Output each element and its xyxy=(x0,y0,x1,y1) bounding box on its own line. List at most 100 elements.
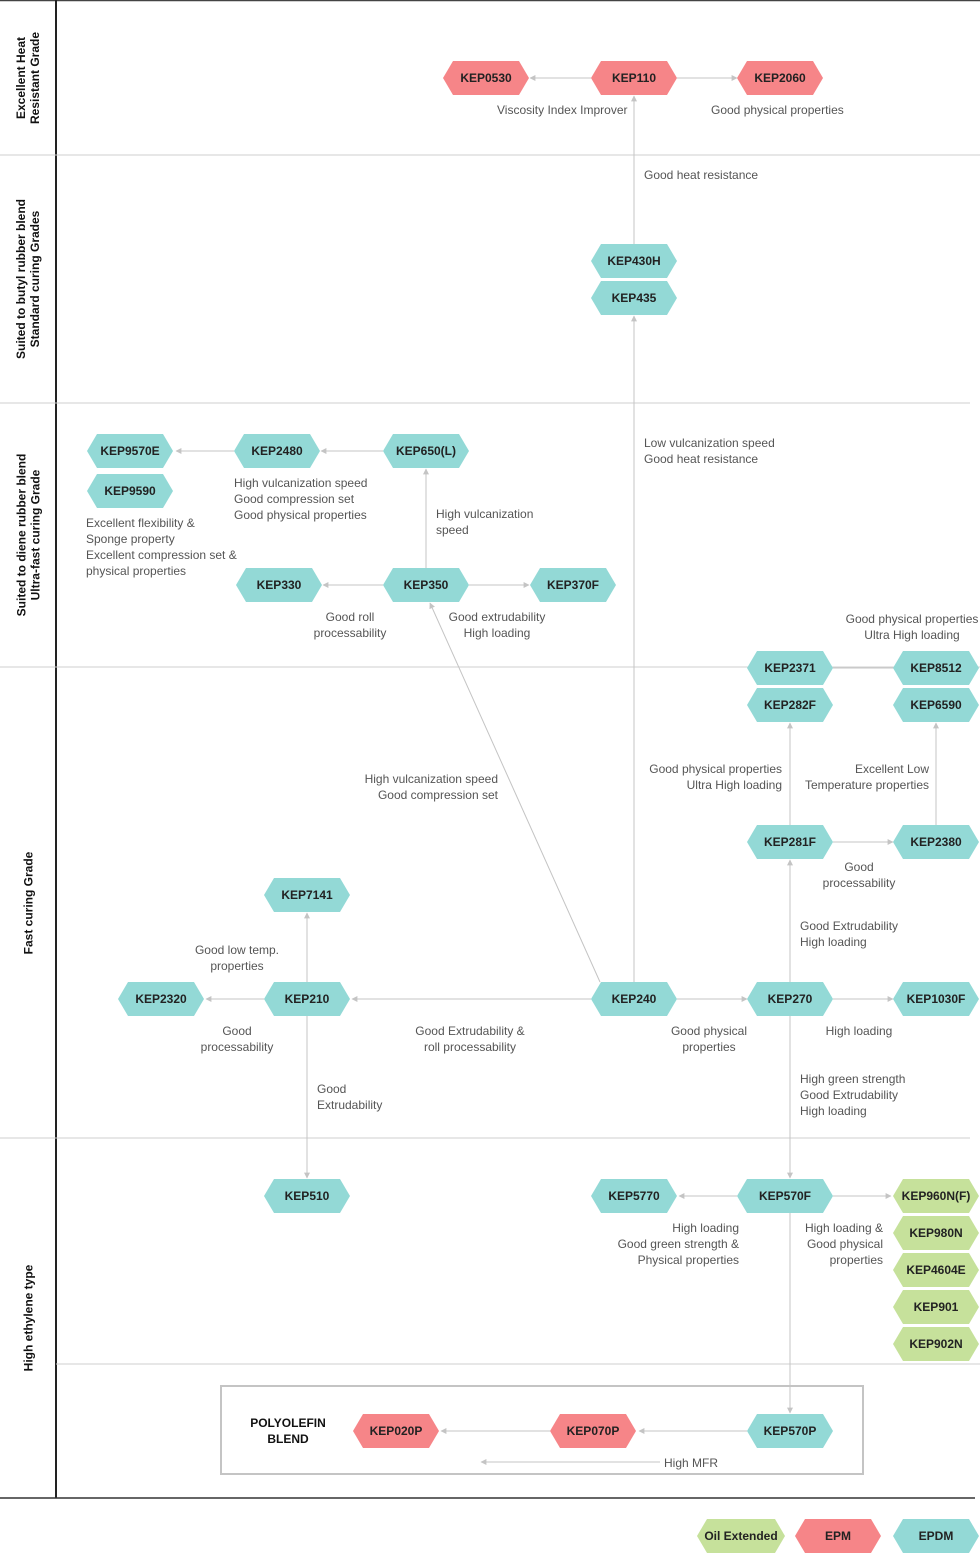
node-kep435[interactable]: KEP435 xyxy=(591,281,677,315)
label-line: High MFR xyxy=(664,1456,719,1470)
polyolefin-title-line-1: POLYOLEFIN xyxy=(250,1416,326,1430)
node-kep2480[interactable]: KEP2480 xyxy=(234,434,320,468)
label-line: properties xyxy=(829,1253,883,1267)
node-kep110[interactable]: KEP110 xyxy=(591,61,677,95)
band-heat-title: Excellent Heat Resistant Grade xyxy=(14,31,42,123)
band-fast-line-1: Fast curing Grade xyxy=(21,851,36,954)
node-kep510[interactable]: KEP510 xyxy=(264,1179,350,1213)
label-high-mfr: High MFR xyxy=(664,1455,718,1471)
label-line: Low vulcanization speed xyxy=(644,436,775,450)
band-heat-line-1: Excellent Heat xyxy=(14,36,29,119)
band-high-ethylene-title: High ethylene type xyxy=(21,1265,35,1372)
label-line: Good physical properties xyxy=(711,103,844,117)
node-kep9590[interactable]: KEP9590 xyxy=(87,474,173,508)
label-line: High loading & xyxy=(804,1221,883,1235)
label-excellent-low-temp: Excellent Low Temperature properties xyxy=(790,761,929,793)
node-kep4604e[interactable]: KEP4604E xyxy=(893,1253,979,1287)
node-kep270[interactable]: KEP270 xyxy=(747,982,833,1016)
node-kep350[interactable]: KEP350 xyxy=(383,568,469,602)
label-line: High green strength xyxy=(800,1072,906,1086)
label-phys-ultra-282f: Good physical properties Ultra High load… xyxy=(632,761,782,793)
label-line: Viscosity Index Improver xyxy=(497,103,628,117)
node-kep370f[interactable]: KEP370F xyxy=(530,568,616,602)
label-line: Good Extrudability xyxy=(800,1088,899,1102)
legend-epdm: EPDM xyxy=(893,1519,979,1553)
label-kep5770-props: High loading Good green strength & Physi… xyxy=(589,1220,739,1268)
label-green-strength: High green strength Good Extrudability H… xyxy=(800,1071,905,1119)
label-line: Good xyxy=(317,1082,347,1096)
label-line: Excellent flexibility & xyxy=(86,516,195,530)
node-kep2371[interactable]: KEP2371 xyxy=(747,651,833,685)
label-line: Good extrudability xyxy=(448,610,546,624)
node-kep980n[interactable]: KEP980N xyxy=(893,1216,979,1250)
band-diene-title: Suited to diene rubber blend Ultra-fast … xyxy=(14,454,42,617)
label-line: Good compression set xyxy=(234,492,355,506)
legend-epm: EPM xyxy=(795,1519,881,1553)
label-line: High loading xyxy=(825,1024,893,1038)
label-heat-res: Good heat resistance xyxy=(644,167,758,183)
band-butyl-line-2: Standard curing Grades xyxy=(28,210,42,348)
label-line: properties xyxy=(210,959,264,973)
band-high-ethylene: High ethylene type xyxy=(0,1138,56,1498)
band-butyl-title: Suited to butyl rubber blend Standard cu… xyxy=(14,199,42,359)
label-line: Good Extrudability xyxy=(800,919,899,933)
node-kep960nf[interactable]: KEP960N(F) xyxy=(893,1179,979,1213)
label-good-extrud-510: Good Extrudability xyxy=(317,1081,382,1113)
node-kep570f[interactable]: KEP570F xyxy=(737,1179,833,1213)
node-kep7141[interactable]: KEP7141 xyxy=(264,878,350,912)
label-line: Good physical xyxy=(806,1237,883,1251)
node-kep2380[interactable]: KEP2380 xyxy=(893,825,979,859)
band-diene-line-2: Ultra-fast curing Grade xyxy=(28,469,42,601)
node-kep020p[interactable]: KEP020P xyxy=(353,1414,439,1448)
node-kep2320[interactable]: KEP2320 xyxy=(118,982,204,1016)
band-heat-line-2: Resistant Grade xyxy=(28,31,43,124)
node-kep650l[interactable]: KEP650(L) xyxy=(383,434,469,468)
node-kep0530[interactable]: KEP0530 xyxy=(443,61,529,95)
label-good-phys-2060: Good physical properties xyxy=(711,102,844,118)
label-line: Good compression set xyxy=(377,788,498,802)
node-kep282f[interactable]: KEP282F xyxy=(747,688,833,722)
label-line: Good xyxy=(844,860,874,874)
node-kep330[interactable]: KEP330 xyxy=(236,568,322,602)
node-kep9570e[interactable]: KEP9570E xyxy=(87,434,173,468)
node-kep2060[interactable]: KEP2060 xyxy=(737,61,823,95)
node-kep8512[interactable]: KEP8512 xyxy=(893,651,979,685)
label-line: Physical properties xyxy=(637,1253,739,1267)
polyolefin-title-line-2: BLEND xyxy=(267,1432,309,1446)
label-line: processability xyxy=(200,1040,274,1054)
label-line: Excellent Low xyxy=(854,762,929,776)
node-kep5770[interactable]: KEP5770 xyxy=(591,1179,677,1213)
label-line: High vulcanization speed xyxy=(234,476,368,490)
band-butyl-line-1: Suited to butyl rubber blend xyxy=(14,199,28,359)
node-kep430h[interactable]: KEP430H xyxy=(591,244,677,278)
node-kep902n[interactable]: KEP902N xyxy=(893,1327,979,1361)
band-high-ethylene-line-1: High ethylene type xyxy=(21,1264,35,1372)
label-high-loading-1030: High loading xyxy=(809,1023,909,1039)
label-line: Good physical properties xyxy=(234,508,367,522)
node-kep901[interactable]: KEP901 xyxy=(893,1290,979,1324)
node-kep6590[interactable]: KEP6590 xyxy=(893,688,979,722)
node-kep1030f[interactable]: KEP1030F xyxy=(893,982,979,1016)
band-diene-line-1: Suited to diene rubber blend xyxy=(14,453,28,617)
label-line: High loading xyxy=(463,626,531,640)
node-kep570p[interactable]: KEP570P xyxy=(747,1414,833,1448)
label-good-proc-2380: Good processability xyxy=(809,859,909,891)
label-kep960-props: High loading & Good physical properties xyxy=(783,1220,883,1268)
label-line: Excellent compression set & xyxy=(86,548,237,562)
label-extrud-loading: Good extrudability High loading xyxy=(442,609,552,641)
band-fast: Fast curing Grade xyxy=(0,667,56,1138)
legend-oil-extended: Oil Extended xyxy=(697,1519,785,1553)
node-kep281f[interactable]: KEP281F xyxy=(747,825,833,859)
label-good-phys-270: Good physical properties xyxy=(659,1023,759,1055)
node-kep070p[interactable]: KEP070P xyxy=(550,1414,636,1448)
label-line: Good physical xyxy=(670,1024,748,1038)
label-low-temp-7141: Good low temp. properties xyxy=(182,942,292,974)
label-line: properties xyxy=(682,1040,736,1054)
node-kep210[interactable]: KEP210 xyxy=(264,982,350,1016)
node-kep240[interactable]: KEP240 xyxy=(591,982,677,1016)
label-line: Good heat resistance xyxy=(644,168,759,182)
label-high-vulc-speed: High vulcanization speed xyxy=(436,506,533,538)
label-line: Good heat resistance xyxy=(644,452,759,466)
label-line: Ultra High loading xyxy=(864,628,960,642)
